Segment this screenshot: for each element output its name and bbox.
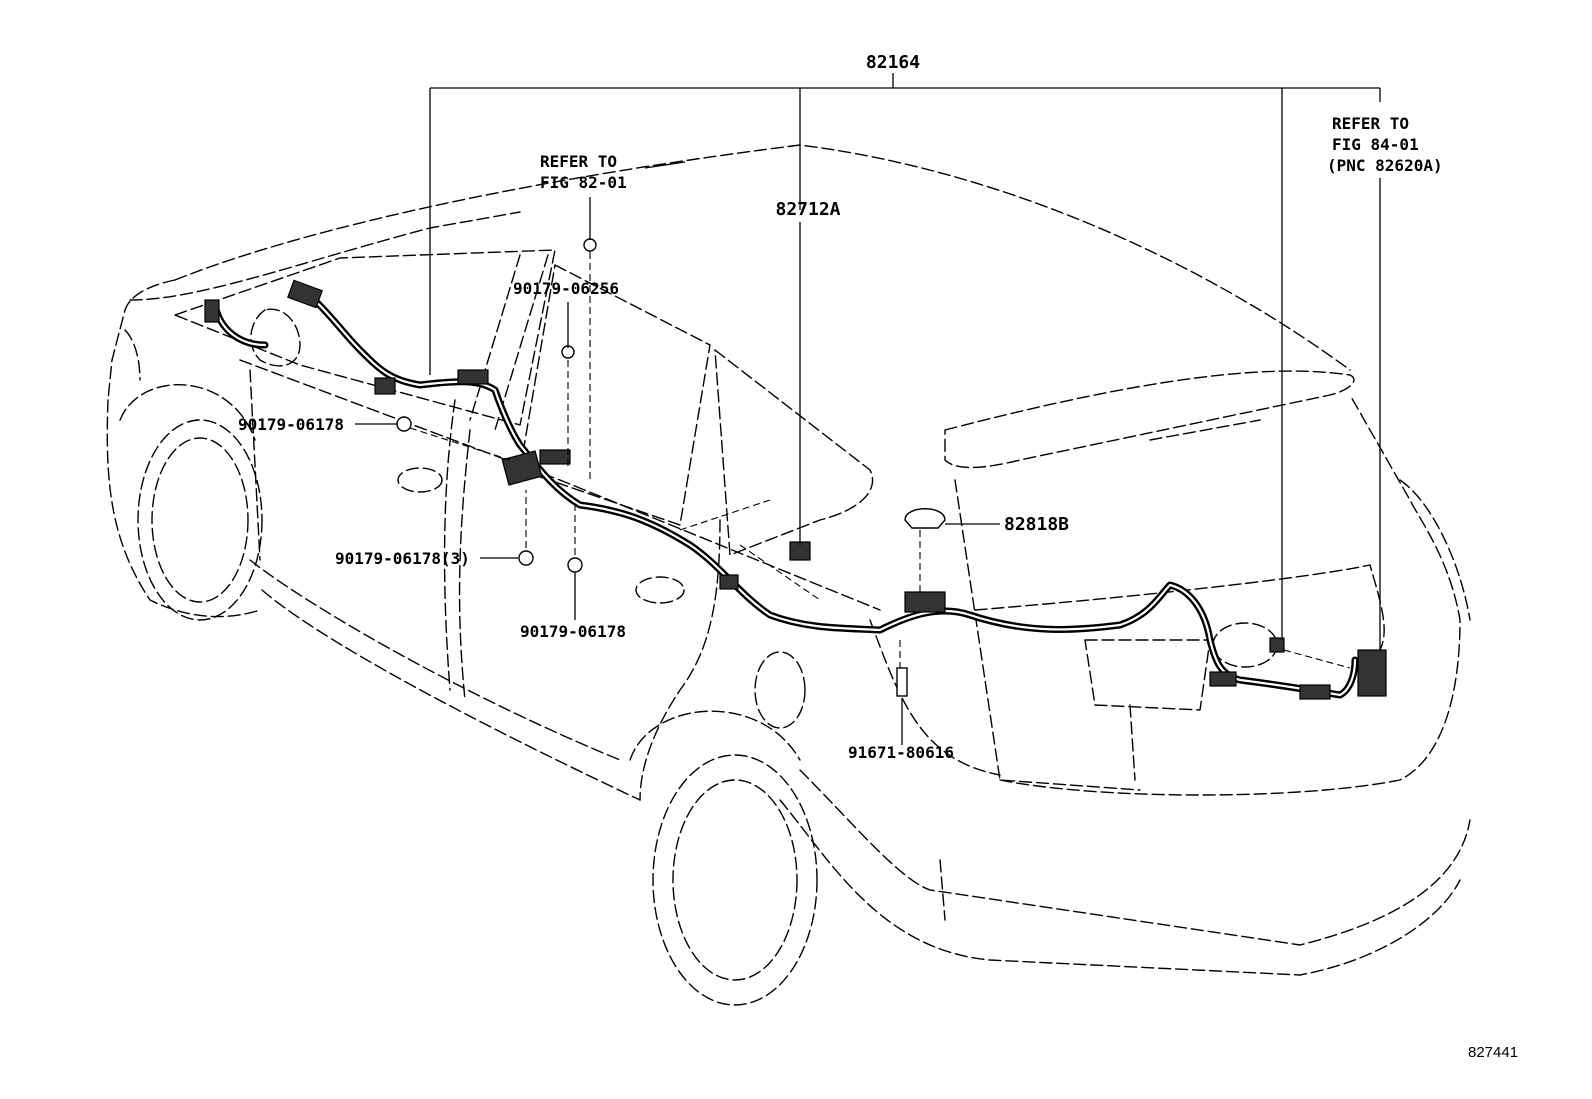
- label-91671-80616[interactable]: 91671-80616: [848, 743, 954, 762]
- label-refer-84-line2: FIG 84-01: [1332, 135, 1419, 154]
- illustration-number: 827441: [1468, 1044, 1518, 1061]
- part-labels: 82164 REFER TO FIG 82-01 REFER TO FIG 84…: [238, 52, 1518, 1061]
- label-refer-84-line1: REFER TO: [1332, 114, 1409, 133]
- label-refer-84-line3: (PNC 82620A): [1327, 156, 1443, 175]
- vehicle-body-outline: [106, 144, 1471, 1006]
- label-82712a[interactable]: 82712A: [775, 199, 840, 220]
- label-refer-82-line1: REFER TO: [540, 152, 617, 171]
- label-90179-06178-x3[interactable]: 90179-06178(3): [335, 549, 470, 568]
- label-82164[interactable]: 82164: [866, 52, 920, 73]
- label-90179-06256[interactable]: 90179-06256: [513, 279, 619, 298]
- wiring-harness-82164: [204, 238, 1387, 700]
- label-refer-82-line2: FIG 82-01: [540, 173, 627, 192]
- assembly-guides: [409, 252, 1351, 669]
- label-90179-06178-left[interactable]: 90179-06178: [238, 415, 344, 434]
- label-90179-06178-lower[interactable]: 90179-06178: [520, 622, 626, 641]
- label-82818b[interactable]: 82818B: [1004, 514, 1069, 535]
- leader-lines: [355, 73, 1381, 745]
